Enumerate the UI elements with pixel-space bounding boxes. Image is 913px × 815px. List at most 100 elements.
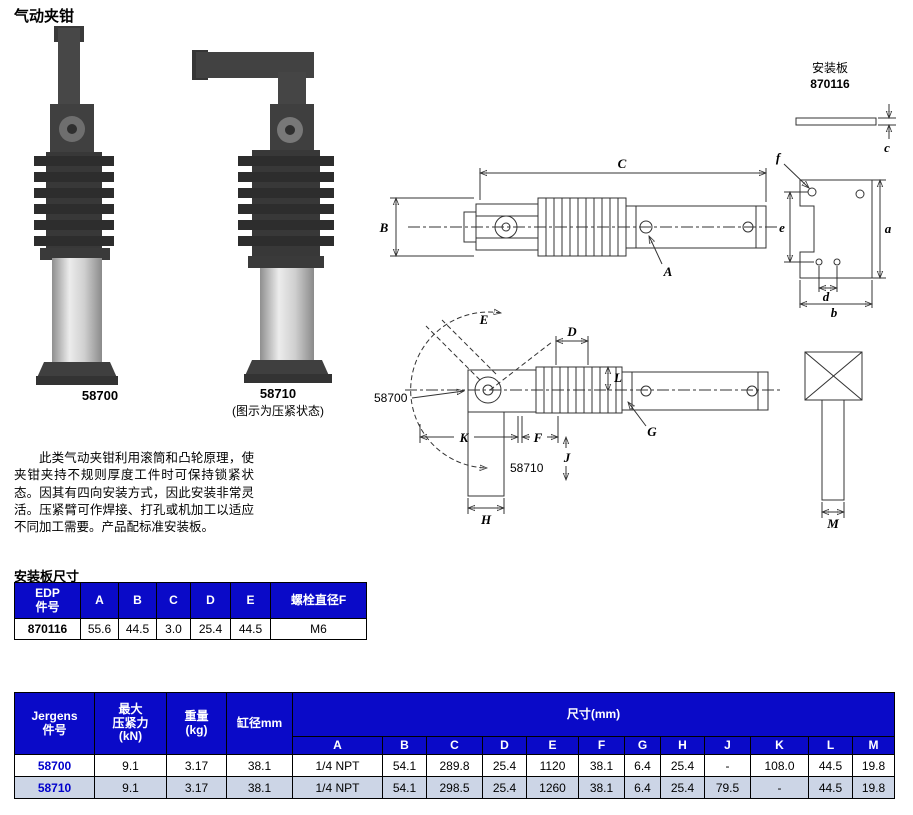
- column-header-M: M: [852, 736, 895, 755]
- cell: 38.1: [578, 776, 625, 799]
- dim-label-G: G: [647, 424, 657, 439]
- spec-row-58710: 58710 9.1 3.17 38.1 1/4 NPT 54.1 298.5 2…: [14, 776, 895, 799]
- cell: 19.8: [852, 754, 895, 777]
- spec-row-58700: 58700 9.1 3.17 38.1 1/4 NPT 54.1 289.8 2…: [14, 754, 895, 777]
- dim-label-C: C: [618, 156, 627, 171]
- cell: 44.5: [118, 618, 157, 640]
- product-photo-58710: [192, 50, 334, 383]
- column-header-B: B: [382, 736, 427, 755]
- fin: [34, 204, 114, 214]
- product-label-58710: 58710: [259, 386, 297, 401]
- product-photo-58700: [34, 26, 118, 385]
- column-header-C: C: [426, 736, 483, 755]
- fin: [238, 204, 334, 214]
- dim-label-H: H: [480, 512, 492, 527]
- dim-label-d: d: [823, 289, 830, 304]
- cell: 9.1: [94, 776, 167, 799]
- mount-table-title: 安装板尺寸: [14, 569, 80, 584]
- dim-label-E: E: [479, 312, 489, 327]
- fin: [238, 172, 334, 182]
- cell: 79.5: [704, 776, 751, 799]
- roller-pin: [285, 125, 295, 135]
- fin: [34, 172, 114, 182]
- cell: M6: [270, 618, 367, 640]
- column-header-jergens: Jergens 件号: [14, 692, 95, 755]
- side-view-drawing: C B A: [379, 156, 780, 279]
- dim-label-A: A: [663, 264, 673, 279]
- mounting-plate-drawing: 安装板 870116 c f e: [776, 60, 896, 320]
- column-header-K: K: [750, 736, 809, 755]
- cell: 3.17: [166, 754, 227, 777]
- column-header-G: G: [624, 736, 661, 755]
- fin: [238, 236, 334, 246]
- spec-header-row-1: Jergens 件号 最大 压紧力 (kN) 重量 (kg) 缸径mm 尺寸(m…: [14, 692, 895, 755]
- swing-view-drawing: E D L: [374, 312, 863, 531]
- dim-label-f: f: [776, 150, 782, 165]
- cell: 3.0: [156, 618, 191, 640]
- description-paragraph: 此类气动夹钳利用滚筒和凸轮原理，使夹钳夹持不规则厚度工件时可保持锁紧状态。因其有…: [14, 451, 254, 534]
- column-header-dims: 尺寸(mm): [292, 692, 895, 737]
- technical-drawing: C B A 安装板 870116 c: [374, 60, 896, 531]
- base: [36, 376, 118, 385]
- cell-edp: 870116: [14, 618, 81, 640]
- cell: 6.4: [624, 754, 661, 777]
- cell: 1120: [526, 754, 579, 777]
- cell: 298.5: [426, 776, 483, 799]
- fin: [34, 220, 114, 230]
- dim-label-D: D: [566, 324, 577, 339]
- plate-number: 870116: [810, 77, 850, 91]
- column-header-F: F: [578, 736, 625, 755]
- cell: 1/4 NPT: [292, 754, 383, 777]
- column-header-J: J: [704, 736, 751, 755]
- cell: 54.1: [382, 776, 427, 799]
- cell: 25.4: [660, 754, 705, 777]
- cell: 3.17: [166, 776, 227, 799]
- plate-title: 安装板: [812, 60, 848, 75]
- column-header-A: A: [292, 736, 383, 755]
- column-header-E: E: [526, 736, 579, 755]
- column-header-b: B: [118, 582, 157, 619]
- cylinder-cap: [40, 248, 110, 260]
- body-block: [46, 152, 102, 252]
- base-flange: [36, 362, 118, 380]
- column-header-e: E: [230, 582, 271, 619]
- cell: 9.1: [94, 754, 167, 777]
- column-header-edp: EDP 件号: [14, 582, 81, 619]
- cell: 44.5: [230, 618, 271, 640]
- cell: 38.1: [226, 776, 293, 799]
- dim-label-a: a: [885, 221, 892, 236]
- fin: [238, 220, 334, 230]
- column-header-c: C: [156, 582, 191, 619]
- dim-label-L: L: [613, 370, 622, 385]
- dim-label-e: e: [779, 220, 785, 235]
- cell: 38.1: [226, 754, 293, 777]
- cell: -: [704, 754, 751, 777]
- photo-caption: (图示为压紧状态): [232, 404, 324, 418]
- cell: 1/4 NPT: [292, 776, 383, 799]
- product-label-58700: 58700: [81, 388, 119, 403]
- dim-label-F: F: [533, 430, 543, 445]
- column-header-D: D: [482, 736, 527, 755]
- fin: [34, 156, 114, 166]
- cell: 54.1: [382, 754, 427, 777]
- mount-table-header-row: EDP 件号 A B C D E 螺栓直径F: [14, 582, 367, 619]
- spec-header-row-2: A B C D E F G H J K L M: [15, 736, 895, 755]
- column-header-L: L: [808, 736, 853, 755]
- model-label-58700: 58700: [374, 391, 408, 405]
- column-header-weight: 重量 (kg): [166, 692, 227, 755]
- fin: [238, 156, 334, 166]
- roller-pin: [67, 124, 77, 134]
- base-flange: [244, 360, 330, 378]
- cylinder-cap: [248, 256, 324, 268]
- dim-label-M: M: [826, 516, 839, 531]
- cell: 289.8: [426, 754, 483, 777]
- mount-plate-table: EDP 件号 A B C D E 螺栓直径F 870116 55.6 44.5 …: [14, 582, 367, 640]
- column-header-bore: 缸径mm: [226, 692, 293, 755]
- cell-model: 58700: [14, 754, 95, 777]
- fin: [238, 188, 334, 198]
- cylinder: [52, 258, 102, 364]
- dim-label-b: b: [831, 305, 838, 320]
- cell: 38.1: [578, 754, 625, 777]
- cell: 44.5: [808, 776, 853, 799]
